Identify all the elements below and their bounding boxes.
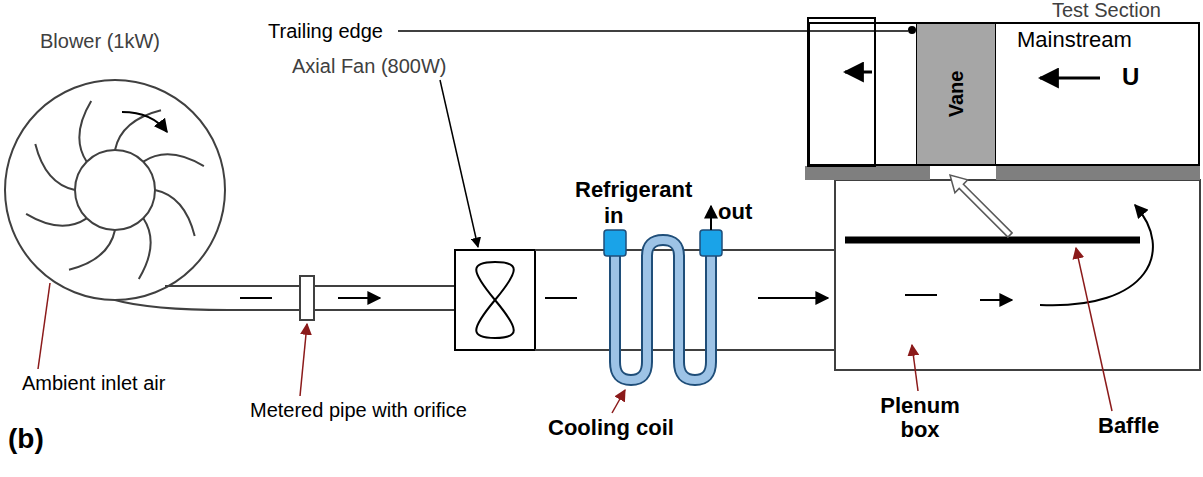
section-heading: Test Section	[1052, 0, 1161, 21]
leader-line	[38, 283, 50, 369]
part-label: Trailing edge	[268, 20, 383, 42]
blower-hub	[75, 150, 155, 230]
fan-symbol	[476, 262, 514, 338]
axial-fan-box	[455, 250, 535, 350]
part-label: Metered pipe with orifice	[250, 399, 467, 421]
mount-plate	[996, 166, 1200, 180]
exit-arrow	[845, 71, 872, 74]
turning-arrow	[1040, 205, 1153, 305]
velocity-symbol: U	[1122, 64, 1139, 90]
flow-label: Mainstream	[1017, 28, 1132, 52]
coil-outline	[615, 240, 711, 380]
leader-line	[398, 30, 908, 32]
vane-body: Vane	[916, 24, 996, 164]
part-label: Baffle	[1098, 414, 1159, 438]
leader-line	[612, 390, 625, 413]
orifice	[300, 276, 314, 320]
vane-label: Vane	[945, 71, 967, 118]
flow-arrow	[905, 295, 1012, 300]
leader-line	[1076, 248, 1112, 411]
leader-line	[300, 324, 307, 396]
blower-housing	[5, 80, 225, 300]
cooling-coil	[615, 240, 711, 380]
part-label: Ambient inlet air	[22, 372, 165, 394]
part-label: Axial Fan (800W)	[292, 55, 447, 77]
rotation-arrow	[122, 112, 167, 132]
flow-arrow	[545, 297, 828, 299]
port-label: in	[604, 204, 624, 228]
mainstream-arrow	[1040, 77, 1100, 80]
metered-pipe	[228, 286, 455, 310]
blower-blades	[26, 101, 204, 279]
part-label: Blower (1kW)	[40, 30, 160, 52]
port-label: out	[718, 200, 752, 224]
test-section: Test SectionMainstreamUVane	[808, 22, 1200, 166]
coil-connector	[700, 230, 722, 256]
trailing-edge-dot	[908, 26, 916, 34]
leader-line	[912, 345, 918, 391]
flow-arrow	[240, 297, 380, 299]
baffle	[845, 237, 1140, 244]
coil-connector	[604, 230, 626, 256]
blower-outlet	[115, 286, 228, 310]
refrigerant-out-arrow	[710, 206, 712, 230]
part-label: Plenum box	[868, 394, 972, 442]
mount-plate	[805, 166, 930, 180]
part-label: Refrigerant	[575, 178, 692, 202]
panel-letter: (b)	[8, 424, 44, 455]
plenum-box	[835, 180, 1200, 370]
exit-box	[808, 18, 875, 166]
leader-line	[440, 80, 478, 247]
coolant-arrow	[950, 175, 1012, 237]
part-label: Cooling coil	[548, 416, 674, 440]
